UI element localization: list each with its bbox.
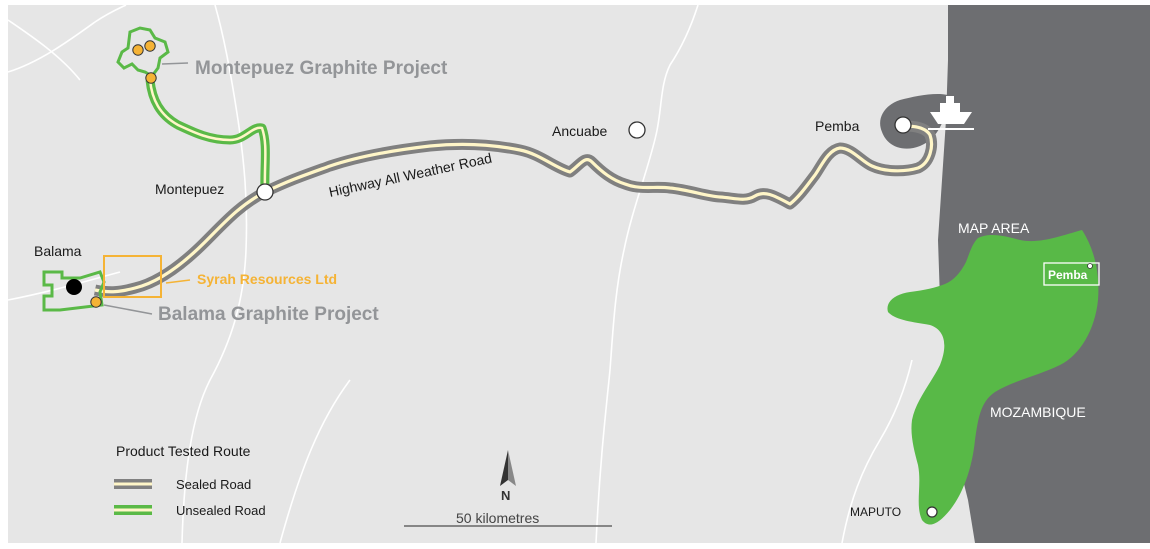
legend-unsealed-label: Unsealed Road [176,503,266,518]
montepuez-project-label: Montepuez Graphite Project [195,58,448,79]
balama-leader [103,304,153,315]
montepuez-marker [256,183,274,201]
north-label: N [501,488,510,503]
ancuabe-marker [628,121,646,139]
montepuez-label: Montepuez [155,181,224,197]
montepuez-project-leader [161,62,189,65]
rivers [7,4,913,544]
maputo-marker [926,506,938,518]
mozambique-label: MOZAMBIQUE [990,404,1086,420]
deposit-dot [144,40,156,52]
scale-label: 50 kilometres [456,510,539,526]
balama-project-outline [42,270,106,312]
pemba-marker [894,116,912,134]
pemba-inset-box [1043,262,1100,286]
pemba-inset-label: Pemba [1048,268,1088,282]
unsealed-road-core [148,79,267,193]
deposit-dot [132,44,144,56]
balama-marker [66,279,82,295]
legend-title: Product Tested Route [116,443,251,459]
deposit-dot [145,72,157,84]
deposit-dot [90,296,102,308]
legend-sealed-label: Sealed Road [176,477,251,492]
balama-project-label: Balama Graphite Project [158,304,379,325]
balama-label: Balama [34,243,82,259]
syrah-label: Syrah Resources Ltd [197,271,337,287]
ancuabe-label: Ancuabe [552,123,607,139]
maputo-label: MAPUTO [850,505,901,519]
north-arrow-icon [500,450,516,486]
map-area-label: MAP AREA [958,220,1030,236]
ship-icon [928,96,974,130]
mozambique-inset [887,230,1099,525]
syrah-leader [165,279,191,284]
pemba-label: Pemba [815,118,860,134]
syrah-box [103,255,162,298]
pemba-inset-dot [1087,263,1093,269]
